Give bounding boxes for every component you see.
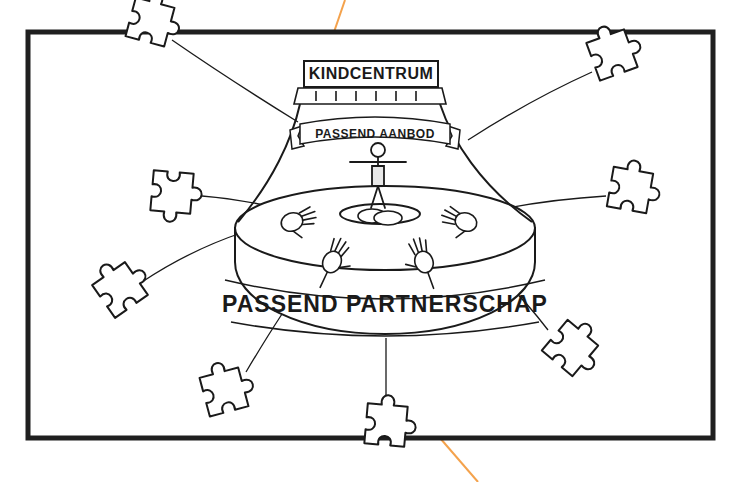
accent-line <box>440 438 478 482</box>
platform-band: PASSEND PARTNERSCHAP <box>225 276 545 332</box>
sign-box: KINDCENTRUM <box>303 60 439 88</box>
banner-ribbon-text: PASSEND AANBOD <box>315 127 435 141</box>
hands <box>279 205 480 295</box>
platform-band-text: PASSEND PARTNERSCHAP <box>222 291 548 318</box>
frame <box>28 32 713 438</box>
child-figure <box>350 143 406 208</box>
sign-box-text: KINDCENTRUM <box>309 65 434 83</box>
banner-tail <box>290 126 460 149</box>
sign-outline <box>304 61 438 87</box>
building <box>294 88 446 104</box>
banner-ribbon: PASSEND AANBOD <box>290 116 460 152</box>
banner-body <box>300 117 450 144</box>
accent-line <box>334 0 345 32</box>
connector-lines <box>142 40 606 400</box>
puzzle-pieces <box>87 0 665 448</box>
